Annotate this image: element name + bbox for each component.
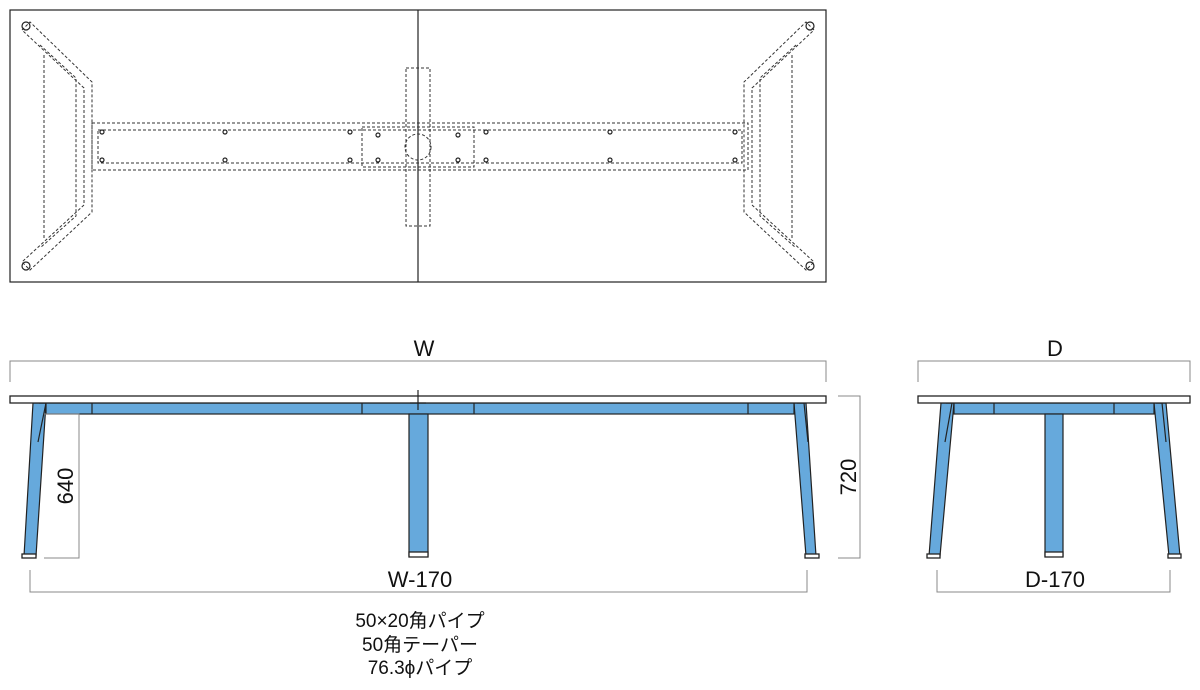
front-view: W 640 720 W-170 <box>9 336 861 593</box>
front-right-foot <box>804 553 820 559</box>
front-centre-foot <box>408 551 429 558</box>
front-centre-column <box>408 413 429 557</box>
side-right-leg <box>1153 402 1181 557</box>
side-depth-label: D <box>1047 336 1063 361</box>
plan-left-foot-top <box>21 21 31 31</box>
front-inner-height-label: 640 <box>53 468 78 505</box>
side-left-foot <box>926 553 941 559</box>
plan-left-leg-frame <box>21 21 93 271</box>
front-width-label: W <box>414 336 435 361</box>
side-centre-column <box>1044 413 1064 557</box>
plan-left-leg-inner <box>39 44 77 249</box>
side-tabletop <box>917 395 1191 404</box>
plan-column-plate <box>405 67 431 227</box>
plan-view <box>9 9 827 283</box>
front-leg-span-dimension-line <box>29 570 808 593</box>
side-depth-dimension-line <box>917 360 1191 382</box>
front-inner-height-dimension-line <box>44 413 80 559</box>
plan-left-foot-bottom <box>21 261 31 271</box>
side-leg-span-dimension-line <box>936 570 1171 593</box>
note-beam-material: 50×20角パイプ <box>355 610 484 632</box>
side-view: D D-170 <box>917 336 1191 593</box>
plan-right-foot-bottom <box>805 261 815 271</box>
plan-centre-box <box>361 126 475 168</box>
front-beam <box>45 402 795 415</box>
front-height-label: 720 <box>836 459 861 496</box>
front-left-leg <box>23 402 47 557</box>
front-height-dimension-line <box>838 395 861 559</box>
plan-right-leg-inner <box>759 44 797 249</box>
side-left-leg <box>928 402 955 557</box>
plan-column-pipe <box>404 133 432 161</box>
plan-right-leg-frame <box>743 21 815 271</box>
plan-screw-markers <box>99 129 738 163</box>
plan-right-foot-top <box>805 21 815 31</box>
side-leg-span-label: D-170 <box>1025 567 1085 592</box>
note-leg-material: 50角テーパー <box>362 634 478 656</box>
front-left-foot <box>21 553 37 559</box>
front-leg-span-label: W-170 <box>388 567 452 592</box>
front-right-leg <box>793 402 817 557</box>
front-width-dimension-line <box>9 360 827 382</box>
side-beam <box>953 402 1155 415</box>
note-column-material: 76.3ϕパイプ <box>368 657 473 679</box>
side-centre-foot <box>1044 551 1064 558</box>
material-notes: 50×20角パイプ 50角テーパー 76.3ϕパイプ <box>355 610 484 679</box>
side-right-foot <box>1167 553 1182 559</box>
plan-beam-inner <box>97 129 743 164</box>
